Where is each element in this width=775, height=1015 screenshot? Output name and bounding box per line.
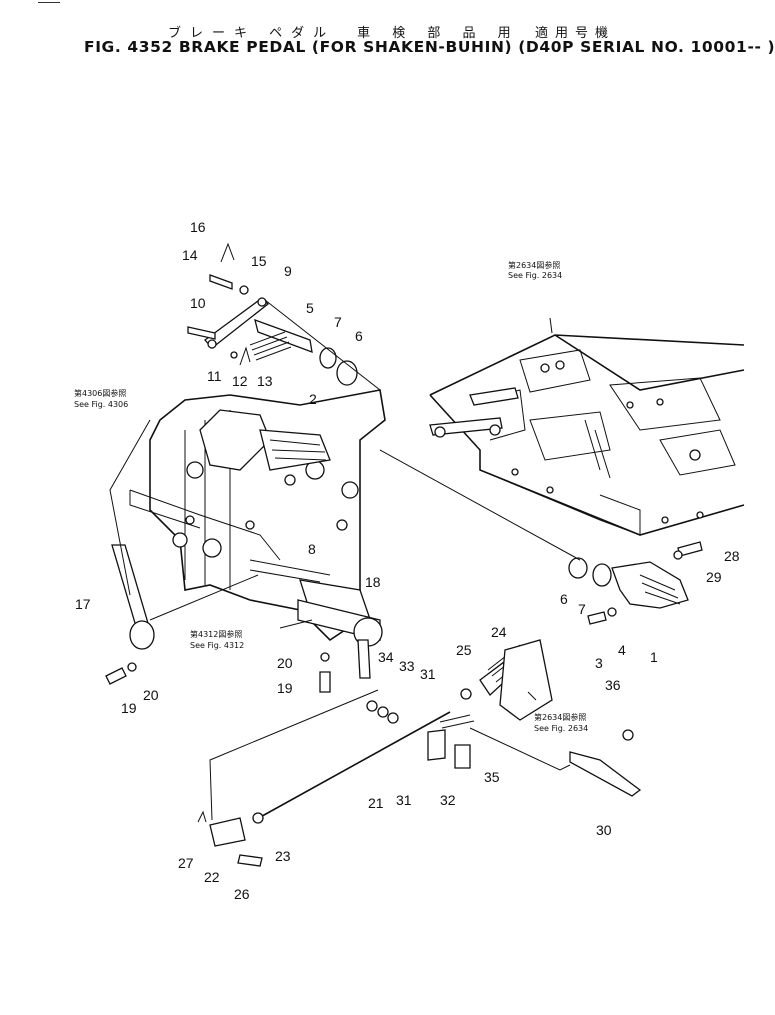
callout-13: 13 bbox=[257, 373, 273, 389]
cross-references: 第2634図参照 See Fig. 2634 第4306図参照 See Fig.… bbox=[74, 260, 588, 733]
figure-title: FIG. 4352 BRAKE PEDAL (FOR SHAKEN-BUHIN)… bbox=[84, 38, 775, 56]
callout-9: 9 bbox=[284, 263, 292, 279]
callout-21: 21 bbox=[368, 795, 384, 811]
callout-33: 33 bbox=[399, 658, 415, 674]
exploded-parts-diagram: 1 2 3 4 5 6 6 7 7 8 9 10 11 12 13 14 15 … bbox=[74, 219, 745, 902]
corner-mark bbox=[38, 2, 60, 3]
callout-17: 17 bbox=[75, 596, 91, 612]
callout-25: 25 bbox=[456, 642, 472, 658]
ref-2634-top-jp: 第2634図参照 bbox=[508, 260, 560, 270]
ref-4306-en: See Fig. 4306 bbox=[74, 400, 128, 409]
ref-2634-low-jp: 第2634図参照 bbox=[534, 712, 586, 722]
callout-20-left: 20 bbox=[143, 687, 159, 703]
callout-5: 5 bbox=[306, 300, 314, 316]
brake-rod bbox=[197, 688, 475, 867]
callout-8: 8 bbox=[308, 541, 316, 557]
callout-31-lower: 31 bbox=[396, 792, 412, 808]
callout-12: 12 bbox=[232, 373, 248, 389]
callout-7-upper: 7 bbox=[334, 314, 342, 330]
callout-23: 23 bbox=[275, 848, 291, 864]
header-japanese: ブレーキ ペダル 車 検 部 品 用 bbox=[168, 26, 520, 41]
cross-shaft bbox=[297, 599, 383, 693]
brake-pedal bbox=[336, 519, 703, 625]
callout-6-upper: 6 bbox=[355, 328, 363, 344]
callout-16: 16 bbox=[190, 219, 206, 235]
callout-18: 18 bbox=[365, 574, 381, 590]
callout-11: 11 bbox=[207, 368, 222, 384]
lever-arm bbox=[105, 544, 155, 685]
callout-28: 28 bbox=[724, 548, 740, 564]
callout-20-right: 20 bbox=[277, 655, 293, 671]
transmission-case bbox=[429, 334, 745, 536]
callout-26: 26 bbox=[234, 886, 250, 902]
callout-19-right: 19 bbox=[277, 680, 293, 696]
callout-10: 10 bbox=[190, 295, 206, 311]
callout-22: 22 bbox=[204, 869, 220, 885]
callout-35: 35 bbox=[484, 769, 500, 785]
callout-29: 29 bbox=[706, 569, 722, 585]
callout-7-lower: 7 bbox=[578, 601, 586, 617]
header-applicable-models: 適用号機 bbox=[535, 26, 616, 41]
callout-34: 34 bbox=[378, 649, 394, 665]
ref-4312-jp: 第4312図参照 bbox=[190, 629, 242, 639]
callout-1: 1 bbox=[650, 649, 658, 665]
leader-lines bbox=[109, 299, 581, 821]
callout-31-upper: 31 bbox=[420, 666, 436, 682]
callout-32: 32 bbox=[440, 792, 456, 808]
callout-2: 2 bbox=[309, 391, 317, 407]
callout-19-left: 19 bbox=[121, 700, 137, 716]
ref-4306-jp: 第4306図参照 bbox=[74, 388, 126, 398]
callout-4: 4 bbox=[618, 642, 626, 658]
callout-3: 3 bbox=[595, 655, 603, 671]
pedal-bracket bbox=[129, 389, 386, 642]
brake-lever-assembly bbox=[479, 639, 642, 797]
ref-2634-low-en: See Fig. 2634 bbox=[534, 724, 588, 733]
callout-36: 36 bbox=[605, 677, 621, 693]
callout-30: 30 bbox=[596, 822, 612, 838]
callout-14: 14 bbox=[182, 247, 198, 263]
callout-labels: 1 2 3 4 5 6 6 7 7 8 9 10 11 12 13 14 15 … bbox=[75, 219, 740, 902]
ref-2634-top-en: See Fig. 2634 bbox=[508, 271, 562, 280]
callout-6-lower: 6 bbox=[560, 591, 568, 607]
ref-4312-en: See Fig. 4312 bbox=[190, 641, 244, 650]
callout-15: 15 bbox=[251, 253, 267, 269]
callout-24: 24 bbox=[491, 624, 507, 640]
callout-27: 27 bbox=[178, 855, 194, 871]
upper-link-parts bbox=[187, 242, 358, 386]
